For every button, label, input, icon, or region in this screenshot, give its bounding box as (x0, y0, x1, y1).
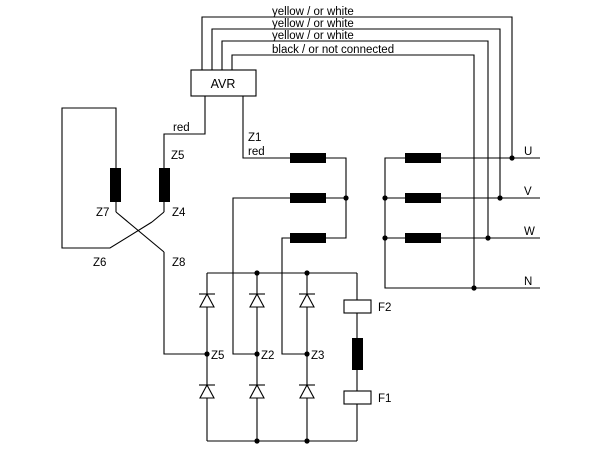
label-red-left: red (173, 122, 190, 134)
node-z3 (304, 351, 310, 357)
diode-bottom-1 (199, 383, 215, 399)
label-red-right: red (248, 146, 265, 158)
exciter-field-coil (352, 338, 363, 370)
coil-winding-2 (290, 193, 326, 203)
label-z5-top: Z5 (171, 150, 184, 162)
label-f1: F1 (378, 393, 391, 405)
wire-label-1: yellow / or white (272, 6, 354, 18)
label-z4: Z4 (172, 207, 186, 219)
label-z5-bottom: Z5 (211, 350, 224, 362)
wire-label-4: black / or not connected (272, 44, 394, 56)
coil-winding-1 (290, 153, 326, 163)
winding-2-wire (232, 197, 290, 355)
coil-winding-3 (290, 233, 326, 243)
wire-label-2: yellow / or white (272, 18, 354, 30)
junction-n (471, 285, 477, 291)
diode-top-2 (249, 292, 265, 308)
coil-z4 (159, 168, 170, 202)
wire-label-3: yellow / or white (272, 30, 354, 42)
label-z8: Z8 (172, 257, 185, 269)
label-f2: F2 (378, 302, 391, 314)
output-label-u: U (524, 146, 532, 158)
coil-output-v (405, 193, 441, 203)
avr-label: AVR (211, 77, 236, 91)
label-z1: Z1 (248, 132, 261, 144)
avr-red-wire-right (242, 96, 290, 159)
coil-z7 (110, 168, 121, 202)
label-z7: Z7 (96, 207, 109, 219)
cross-wire-b (151, 211, 165, 223)
neutral-dot-w (382, 235, 388, 241)
junction-v (497, 195, 503, 201)
diode-top-1 (199, 292, 215, 308)
label-z3: Z3 (311, 350, 324, 362)
node-z5 (204, 351, 210, 357)
fuse-f2 (343, 299, 372, 314)
avr-box (190, 69, 257, 97)
winding-3-wire (281, 237, 307, 355)
junction-w (485, 235, 491, 241)
diode-top-3 (299, 292, 315, 308)
output-label-v: V (524, 186, 532, 198)
diode-bottom-3 (299, 383, 315, 399)
bridge-dot-bottom-2 (304, 438, 310, 444)
z7-loop-wire (61, 107, 153, 249)
coil-output-w (405, 233, 441, 243)
bridge-dot-top-1 (254, 270, 260, 276)
output-label-w: W (524, 226, 535, 238)
output-label-n: N (524, 276, 532, 288)
diode-bottom-2 (249, 383, 265, 399)
label-z2: Z2 (261, 350, 274, 362)
node-z2 (254, 351, 260, 357)
star-dot-1 (343, 195, 349, 201)
neutral-dot-v (382, 195, 388, 201)
fuse-f1 (343, 390, 372, 405)
avr-output-wires (201, 16, 513, 288)
cross-wire-a (115, 211, 165, 253)
z8-wire (163, 252, 207, 355)
junction-u (509, 155, 515, 161)
bridge-dot-bottom-1 (254, 438, 260, 444)
label-z6: Z6 (93, 257, 106, 269)
bridge-dot-top-2 (304, 270, 310, 276)
avr-red-wire-left (163, 96, 206, 168)
coil-output-u (405, 153, 441, 163)
neutral-bus-left (384, 157, 540, 289)
